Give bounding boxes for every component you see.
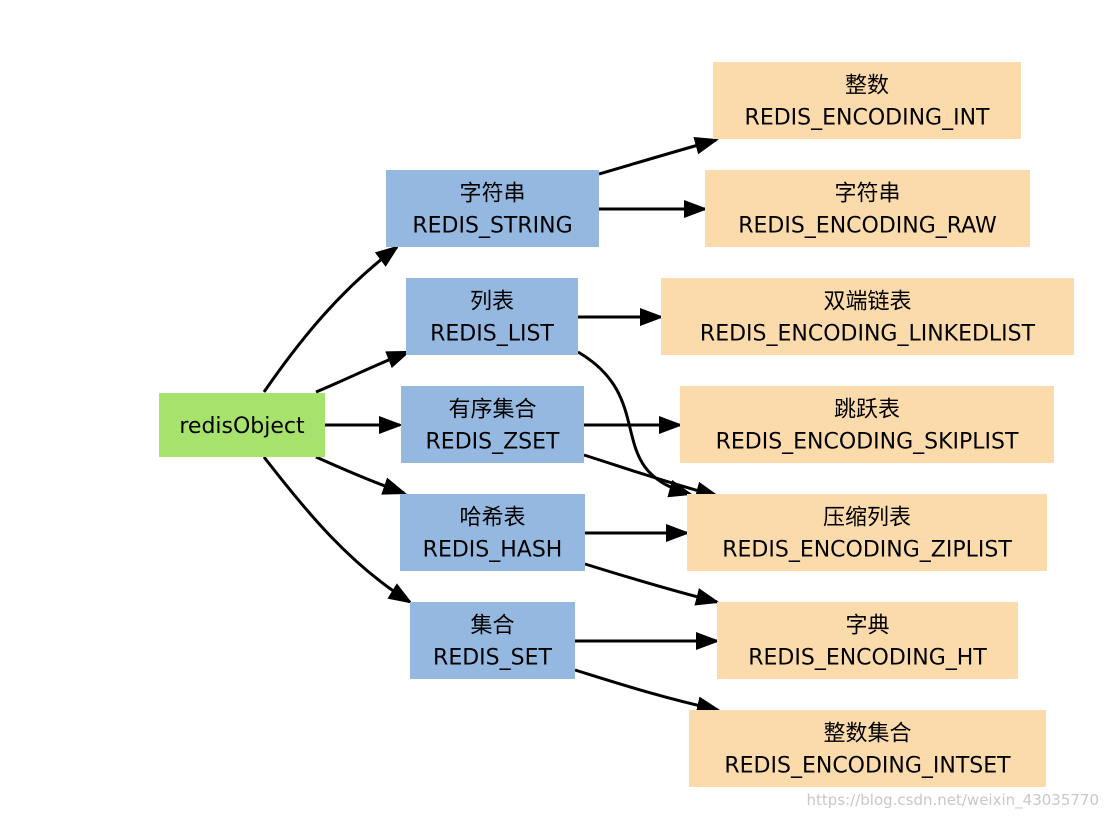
node-label: REDIS_ENCODING_HT [748, 646, 987, 671]
edge-t-hash-to-e-ht [584, 562, 720, 606]
node-box [406, 278, 578, 355]
edge-t-string-to-e-int [598, 136, 719, 176]
node-label-zh: 有序集合 [448, 398, 536, 423]
node-label-zh: 跳跃表 [834, 398, 900, 423]
edge-root-to-t-set [262, 456, 413, 604]
node-box [680, 386, 1054, 463]
node-label: redisObject [179, 414, 305, 439]
arrow-path [584, 562, 720, 606]
node-label: REDIS_ZSET [426, 430, 561, 455]
node-e-ziplist: 压缩列表 REDIS_ENCODING_ZIPLIST [687, 494, 1047, 571]
node-e-linkedlist: 双端链表 REDIS_ENCODING_LINKEDLIST [661, 278, 1074, 355]
node-label-zh: 整数集合 [823, 722, 911, 747]
nodes-layer: redisObject 字符串 REDIS_STRING 列表 REDIS_LIST 有序… [159, 62, 1074, 787]
node-label-zh: 字符串 [834, 182, 900, 207]
node-label: REDIS_ENCODING_INTSET [724, 754, 1011, 779]
node-label-zh: 整数 [845, 74, 889, 99]
node-t-set: 集合 REDIS_SET [410, 602, 575, 679]
node-e-skiplist: 跳跃表 REDIS_ENCODING_SKIPLIST [680, 386, 1054, 463]
node-t-zset: 有序集合 REDIS_ZSET [401, 386, 584, 463]
node-t-hash: 哈希表 REDIS_HASH [400, 494, 585, 571]
node-label: REDIS_ENCODING_SKIPLIST [716, 430, 1019, 455]
node-label-zh: 列表 [470, 290, 514, 315]
node-label-zh: 压缩列表 [823, 506, 911, 531]
edges-layer [262, 136, 721, 715]
node-label: REDIS_STRING [412, 214, 572, 239]
edge-root-to-t-hash [315, 455, 407, 495]
node-label-zh: 双端链表 [823, 290, 911, 315]
watermark: https://blog.csdn.net/weixin_43035770 [806, 791, 1099, 809]
node-label-zh: 哈希表 [459, 506, 525, 531]
node-box [400, 494, 585, 571]
edge-root-to-t-string [262, 245, 400, 393]
node-box [661, 278, 1074, 355]
node-t-string: 字符串 REDIS_STRING [386, 170, 599, 247]
node-e-int: 整数 REDIS_ENCODING_INT [713, 62, 1021, 139]
arrow-path [598, 136, 719, 176]
arrow-path [262, 456, 413, 604]
edge-t-list-to-e-ziplist [577, 350, 693, 498]
arrow-path [315, 455, 407, 495]
edge-t-zset-to-e-ziplist [583, 453, 720, 500]
arrow-path [574, 668, 721, 715]
node-e-ht: 字典 REDIS_ENCODING_HT [717, 602, 1018, 679]
node-box [705, 170, 1030, 247]
arrow-path [577, 350, 693, 498]
edge-root-to-t-list [315, 350, 411, 394]
node-label: REDIS_HASH [423, 538, 563, 563]
node-label: REDIS_ENCODING_RAW [738, 214, 997, 239]
node-box [159, 393, 325, 457]
node-box [401, 386, 584, 463]
node-e-intset: 整数集合 REDIS_ENCODING_INTSET [689, 710, 1046, 787]
node-t-list: 列表 REDIS_LIST [406, 278, 578, 355]
node-box [713, 62, 1021, 139]
arrow-path [315, 350, 411, 394]
node-label-zh: 集合 [470, 614, 514, 639]
node-box [410, 602, 575, 679]
node-label-zh: 字符串 [459, 182, 525, 207]
arrow-path [583, 453, 720, 500]
node-label: REDIS_LIST [430, 322, 554, 347]
node-label: REDIS_ENCODING_INT [745, 106, 990, 131]
node-box [717, 602, 1018, 679]
arrow-path [262, 245, 400, 393]
edge-t-set-to-e-intset [574, 668, 721, 715]
node-label: REDIS_ENCODING_LINKEDLIST [700, 322, 1036, 347]
node-box [689, 710, 1046, 787]
node-label: REDIS_ENCODING_ZIPLIST [722, 538, 1012, 563]
node-label: REDIS_SET [433, 646, 552, 671]
node-box [687, 494, 1047, 571]
node-label-zh: 字典 [845, 614, 889, 639]
node-box [386, 170, 599, 247]
node-e-raw: 字符串 REDIS_ENCODING_RAW [705, 170, 1030, 247]
node-root: redisObject [159, 393, 325, 457]
